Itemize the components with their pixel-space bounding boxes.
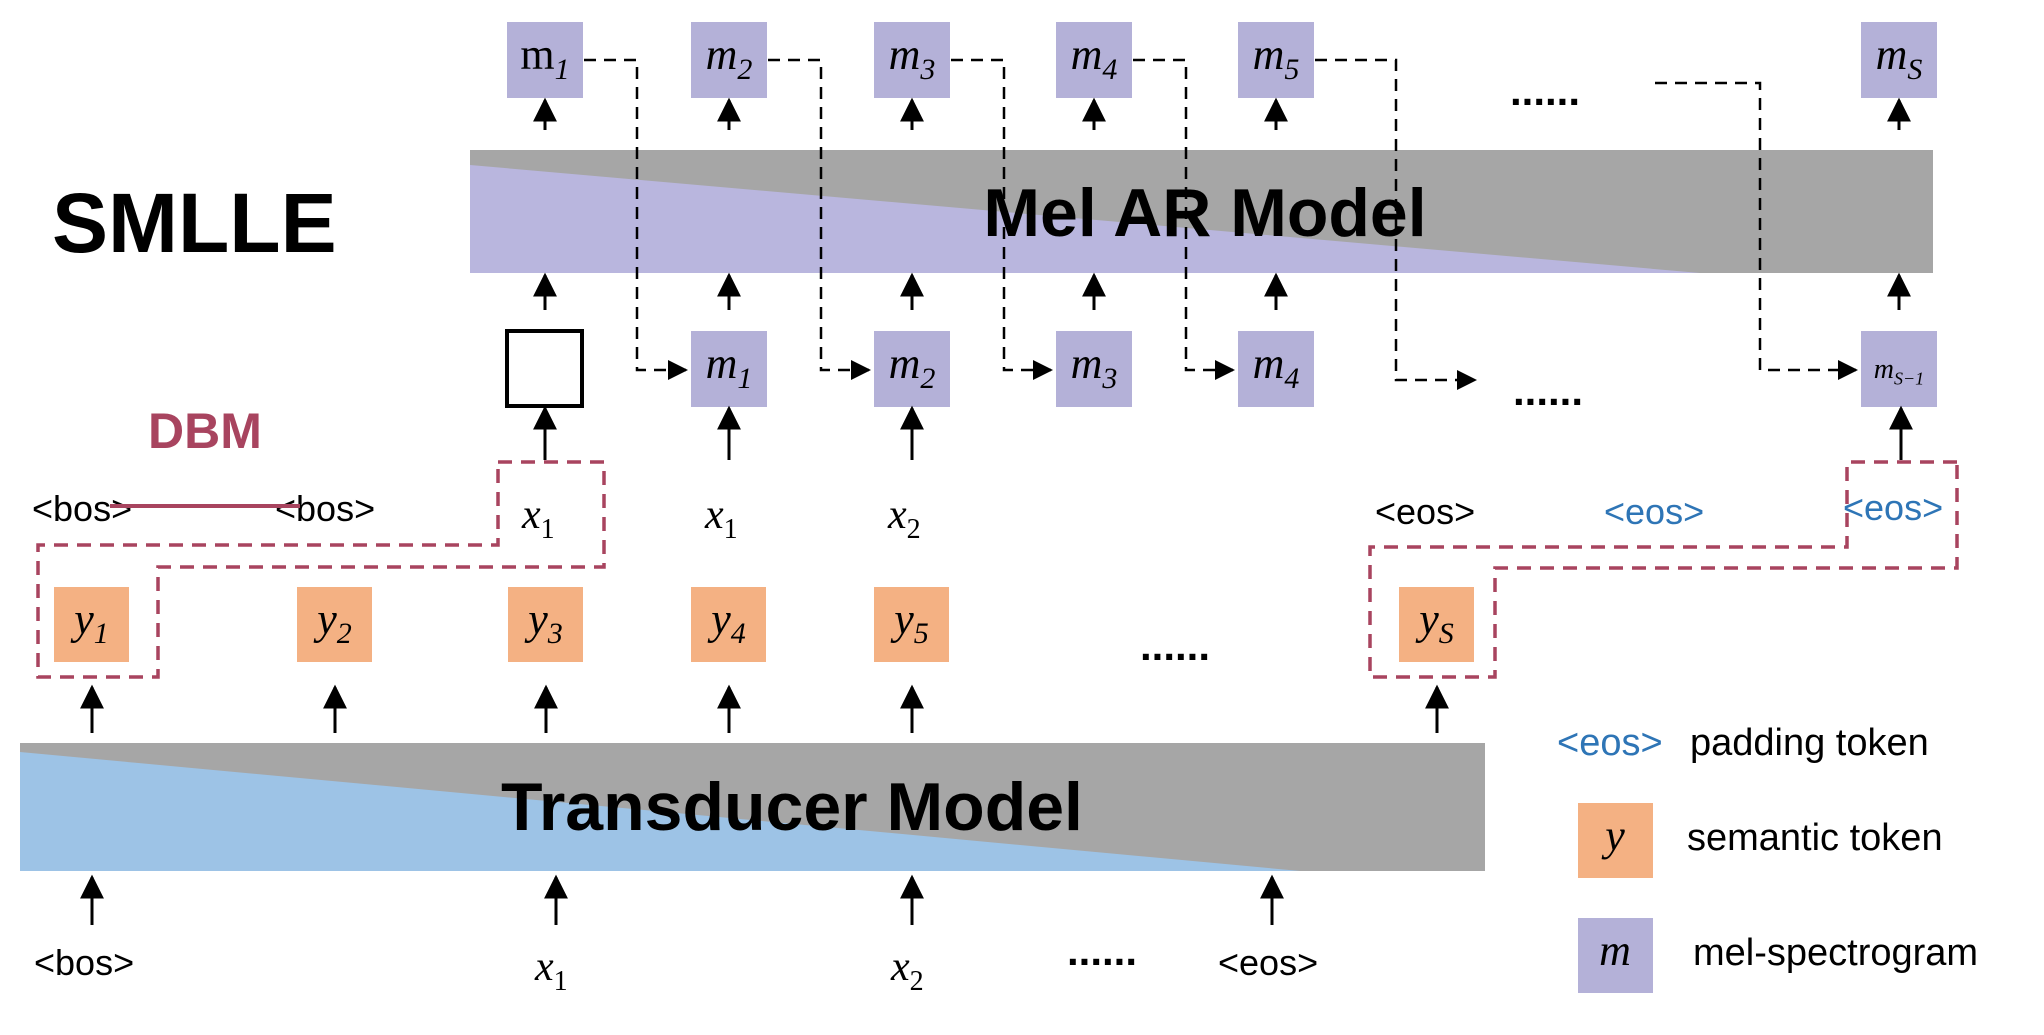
mel-input-5: mS−1 (1861, 331, 1937, 407)
mel-output-2: m2 (691, 22, 767, 98)
mel-input-1: m1 (691, 331, 767, 407)
mel-input-5-label: mS−1 (1874, 354, 1924, 388)
mel-output-1: m1 (507, 22, 583, 98)
legend-padding-token: <eos> (1557, 722, 1663, 764)
mel-output-2-label: m2 (706, 30, 753, 86)
eos-token: <eos> (1375, 491, 1475, 532)
x1-token: x1 (704, 492, 738, 545)
mel-output-4: m4 (1056, 22, 1132, 98)
mel-output-5-label: m5 (1253, 30, 1300, 86)
mel-input-row: m1 m2 m3 m4 mS−1 (691, 331, 1937, 407)
legend: <eos> padding token y semantic token m m… (1557, 722, 1978, 993)
mel-output-row: m1 m2 m3 m4 m5 mS (507, 22, 1937, 98)
legend-semantic-swatch (1578, 803, 1653, 878)
input-eos: <eos> (1218, 942, 1318, 983)
mel-output-5: m5 (1238, 22, 1314, 98)
mel-input-4-label: m4 (1253, 339, 1300, 395)
legend-padding-label: padding token (1690, 722, 1929, 764)
mel-input-2-label: m2 (889, 339, 936, 395)
input-x1: x1 (534, 944, 568, 997)
semantic-token-6: yS (1399, 587, 1474, 662)
semantic-token-2-label: y2 (313, 595, 352, 651)
feedback-connector-1 (584, 58, 688, 380)
semantic-token-3: y3 (508, 587, 583, 662)
dbm-outline-left (36, 460, 606, 679)
mel-ar-model-label: Mel AR Model (983, 175, 1426, 251)
ellipsis-input: ...... (1067, 927, 1137, 974)
input-x2: x2 (890, 944, 924, 997)
semantic-token-2: y2 (297, 587, 372, 662)
feedback-connector-5 (1315, 58, 1477, 390)
mel-input-4: m4 (1238, 331, 1314, 407)
legend-semantic-label: semantic token (1687, 817, 1943, 859)
legend-semantic-symbol: y (1601, 811, 1625, 860)
diagram-title: SMLLE (52, 176, 337, 270)
eos-padding-token-2: <eos> (1843, 487, 1943, 528)
mel-output-1-label: m1 (520, 30, 569, 86)
semantic-token-4-label: y4 (707, 595, 746, 651)
eos-padding-token-1: <eos> (1604, 491, 1704, 532)
legend-mel-symbol: m (1599, 926, 1631, 975)
semantic-token-1-label: y1 (70, 595, 109, 651)
feedback-connectors (584, 58, 1858, 390)
start-frame-box (505, 329, 584, 408)
mel-input-1-label: m1 (706, 339, 753, 395)
dbm-label: DBM (148, 403, 262, 459)
mel-output-4-label: m4 (1071, 30, 1118, 86)
ellipsis-semantic: ...... (1140, 622, 1210, 669)
transducer-model-block: Transducer Model (20, 743, 1485, 871)
semantic-token-5: y5 (874, 587, 949, 662)
text-row: <bos> <bos> x1 x1 x2 <eos> <eos> <eos> (32, 487, 1943, 545)
x1-token-dbm: x1 (521, 492, 555, 545)
legend-mel-swatch (1578, 918, 1653, 993)
mel-output-6-label: mS (1876, 30, 1923, 86)
semantic-token-4: y4 (691, 587, 766, 662)
transducer-model-label: Transducer Model (501, 769, 1083, 845)
semantic-token-3-label: y3 (524, 595, 563, 651)
mel-ar-model-block: Mel AR Model (470, 150, 1933, 273)
dbm-outline-right (1368, 460, 1959, 679)
bos-token-1: <bos> (32, 488, 132, 529)
mel-output-3: m3 (874, 22, 950, 98)
semantic-token-6-label: yS (1415, 595, 1454, 651)
mel-output-6: mS (1861, 22, 1937, 98)
x2-token: x2 (887, 492, 921, 545)
input-bos: <bos> (34, 942, 134, 983)
mel-input-3-label: m3 (1071, 339, 1118, 395)
arrows (80, 97, 1913, 925)
feedback-connector-2 (768, 58, 871, 380)
mel-output-3-label: m3 (889, 30, 936, 86)
ellipsis-top: ...... (1510, 67, 1580, 114)
semantic-token-row: y1 y2 y3 y4 y5 yS (54, 587, 1474, 662)
semantic-token-1: y1 (54, 587, 129, 662)
transducer-input-row: <bos> x1 x2 <eos> (34, 942, 1318, 997)
bos-token-2: <bos> (275, 488, 375, 529)
mel-input-2: m2 (874, 331, 950, 407)
ellipsis-ar-input: ...... (1513, 367, 1583, 414)
feedback-connector-4 (1133, 58, 1235, 380)
legend-mel-label: mel-spectrogram (1693, 932, 1978, 974)
feedback-connector-6 (1655, 81, 1858, 380)
feedback-connector-3 (951, 58, 1053, 380)
mel-input-3: m3 (1056, 331, 1132, 407)
semantic-token-5-label: y5 (890, 595, 929, 651)
